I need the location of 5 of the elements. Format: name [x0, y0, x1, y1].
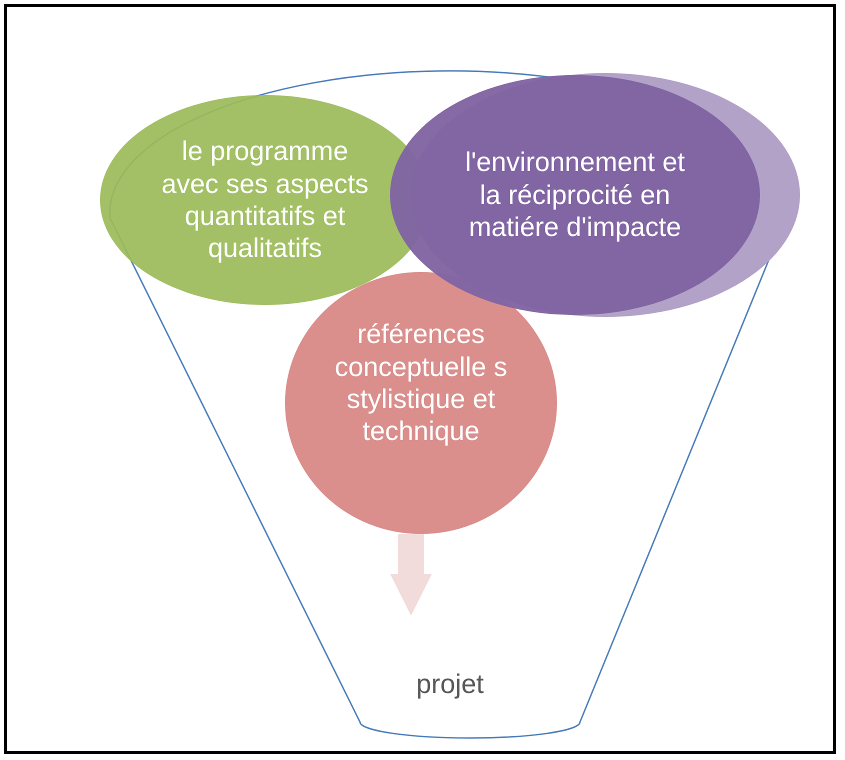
node-text: l'environnement et la réciprocité en matiére d'impacte	[464, 146, 686, 244]
arrow	[390, 534, 432, 616]
node-label: projet	[415, 668, 485, 700]
node-text: le programme avec ses aspects quantitatifs et qualitatifs	[160, 135, 370, 265]
node-text: références conceptuelle s stylistique et technique	[334, 318, 508, 448]
